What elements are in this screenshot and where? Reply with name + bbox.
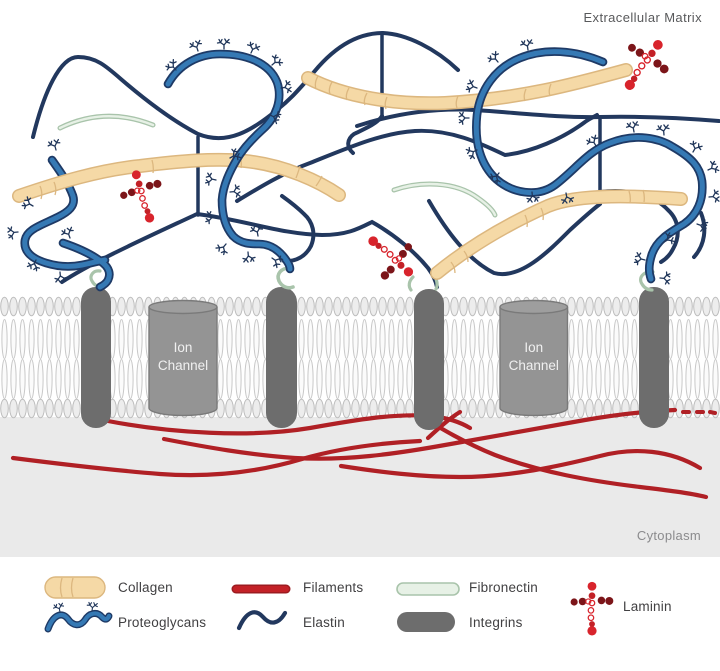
svg-text:Ion: Ion — [524, 340, 543, 355]
svg-text:Ion: Ion — [174, 340, 193, 355]
svg-text:Extracellular Matrix: Extracellular Matrix — [583, 10, 702, 25]
svg-text:Fibronectin: Fibronectin — [469, 580, 538, 595]
svg-text:Elastin: Elastin — [303, 615, 345, 630]
svg-text:Channel: Channel — [509, 358, 559, 373]
svg-text:Channel: Channel — [158, 358, 208, 373]
svg-text:Integrins: Integrins — [469, 615, 523, 630]
svg-text:Laminin: Laminin — [623, 599, 672, 614]
svg-text:Cytoplasm: Cytoplasm — [637, 528, 701, 543]
svg-text:Filaments: Filaments — [303, 580, 363, 595]
svg-text:Collagen: Collagen — [118, 580, 173, 595]
svg-text:Proteoglycans: Proteoglycans — [118, 615, 206, 630]
